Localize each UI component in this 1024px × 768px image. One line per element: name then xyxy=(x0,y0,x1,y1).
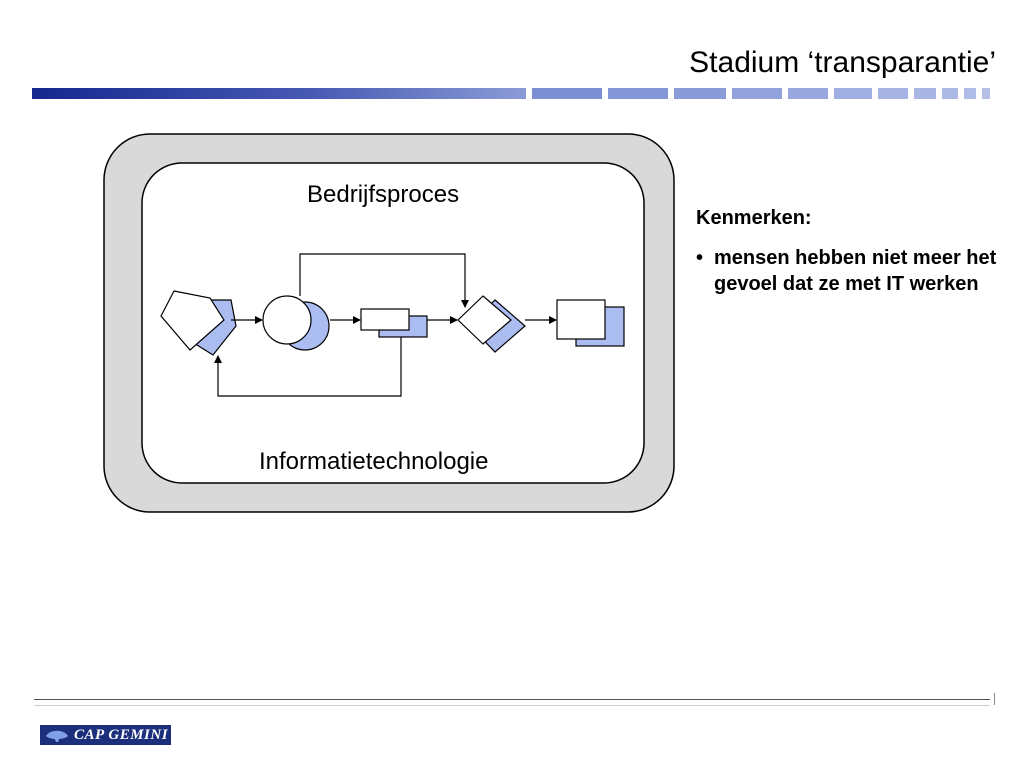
inner-frame-label: Bedrijfsproces xyxy=(307,181,460,208)
header-stripe-segment xyxy=(732,88,782,99)
rect-shape xyxy=(360,308,410,331)
header-stripe-segment xyxy=(942,88,958,99)
cap-gemini-logo: CAP GEMINI xyxy=(40,725,171,745)
logo-text: CAP GEMINI xyxy=(74,726,169,743)
header-stripe-segment xyxy=(964,88,976,99)
header-stripe-segment xyxy=(788,88,828,99)
footer-tick xyxy=(994,693,995,705)
arrow-rect-back-to-start-loop xyxy=(214,337,402,397)
diamond-shape xyxy=(457,295,512,345)
arrow-circle-to-diamond-loop xyxy=(299,253,469,308)
header-stripe-segment xyxy=(878,88,908,99)
slide-title: Stadium ‘transparantie’ xyxy=(689,46,996,79)
footer-rule xyxy=(34,699,990,700)
bullet-text: mensen hebben niet meer het gevoel dat z… xyxy=(714,247,997,295)
start-shape xyxy=(160,290,225,351)
header-stripe-segment xyxy=(532,88,602,99)
header-stripe-segment xyxy=(674,88,726,99)
bullet-dot: • xyxy=(696,247,704,269)
end-shape xyxy=(556,299,606,340)
header-stripe-segment xyxy=(834,88,872,99)
header-stripe-segment xyxy=(914,88,936,99)
outer-frame-label: Informatietechnologie xyxy=(259,448,489,475)
header-stripe-segment xyxy=(608,88,668,99)
footer-rule-light xyxy=(34,705,990,706)
characteristics-heading: Kenmerken: xyxy=(696,207,812,229)
bullet-item: • mensen hebben niet meer het gevoel dat… xyxy=(696,245,1006,297)
spade-icon xyxy=(46,730,68,742)
characteristics-panel: Kenmerken: • mensen hebben niet meer het… xyxy=(696,205,1006,297)
header-stripe-main xyxy=(32,88,526,99)
header-stripe-segment xyxy=(982,88,990,99)
circle-shape xyxy=(262,295,312,345)
